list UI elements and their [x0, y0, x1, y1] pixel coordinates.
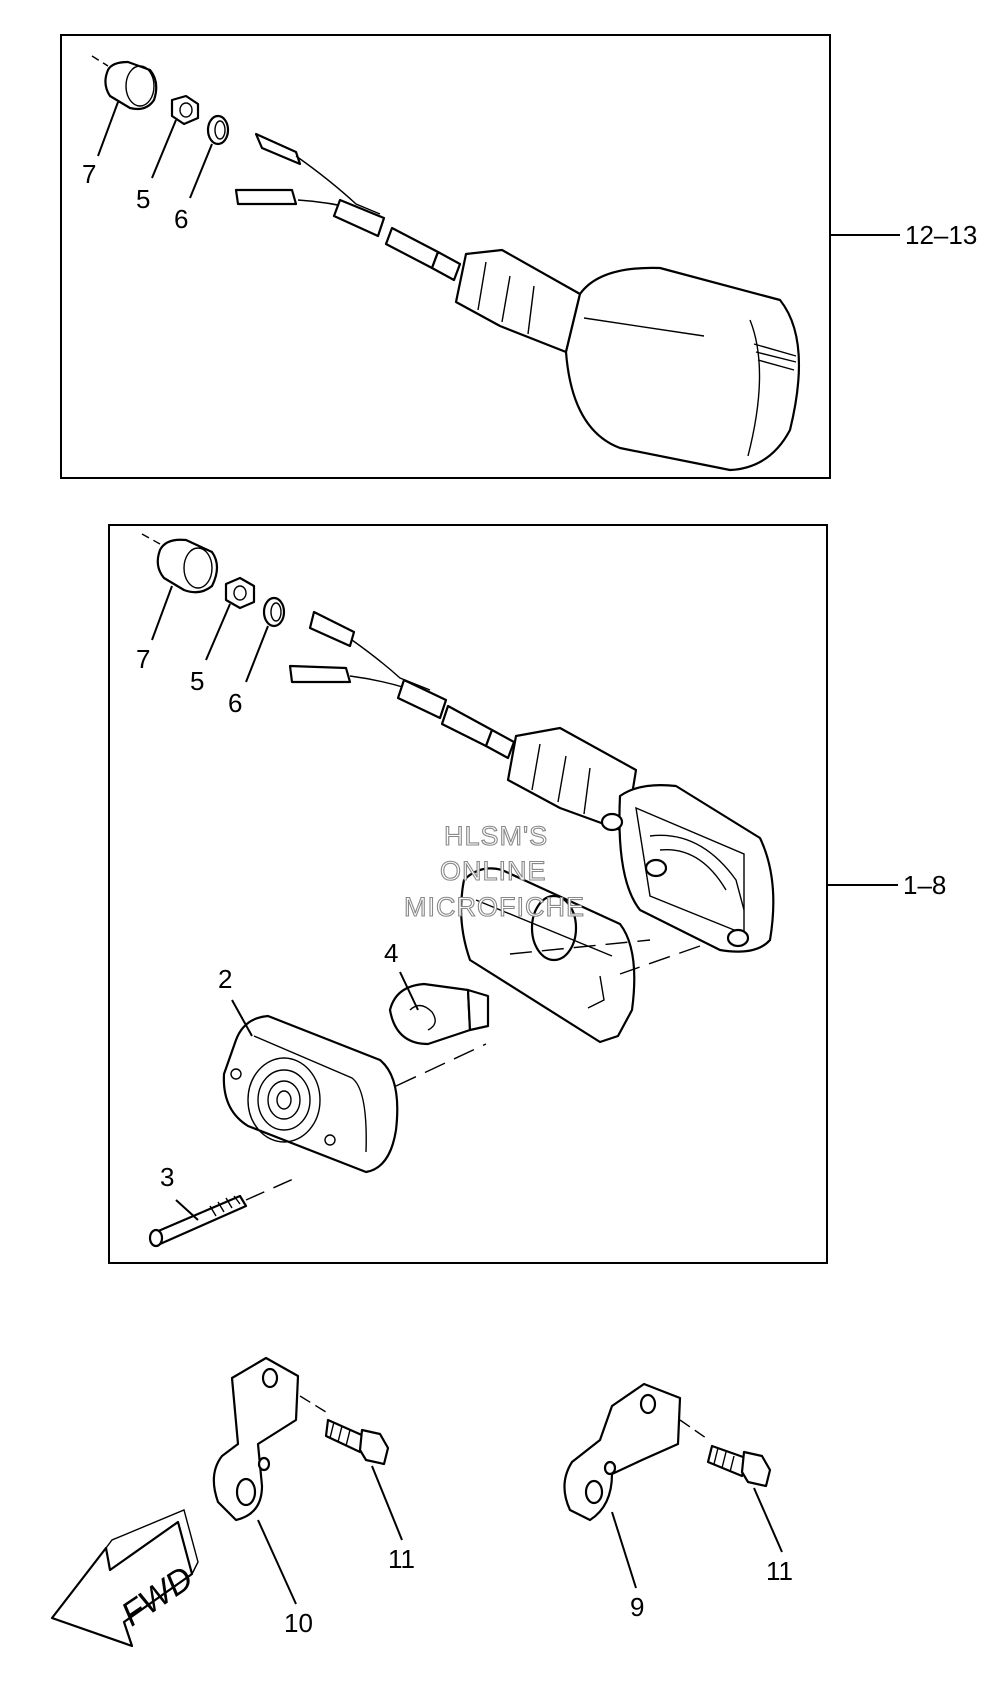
signal-stem-part [454, 248, 582, 354]
callout-top-6: 6 [174, 204, 188, 234]
bracket-left-part [212, 1356, 300, 1522]
bracket-right-part [563, 1382, 682, 1522]
callout-mid-assembly: 1–8 [903, 870, 946, 900]
cap-part [141, 533, 219, 594]
cap-part [91, 55, 158, 111]
top-assembly-frame [60, 34, 831, 479]
callout-bottom-11-left: 11 [388, 1544, 415, 1574]
watermark-line1: HLSM'S [444, 821, 548, 851]
callout-mid-4: 4 [384, 938, 398, 968]
callout-bottom-11-right: 11 [766, 1556, 793, 1586]
callout-mid-6: 6 [228, 688, 242, 718]
middle-assembly-frame [108, 524, 828, 1264]
socket-plate-part [460, 867, 636, 1044]
bolt-left-part [299, 1395, 390, 1466]
washer-part [262, 596, 286, 628]
bolt-right-part [679, 1419, 772, 1488]
screw-part [148, 1175, 301, 1248]
watermark-line3: MICROFICHE [404, 892, 585, 922]
watermark-line2: ONLINE [440, 856, 547, 886]
wiring-part [288, 610, 516, 760]
wiring-part [234, 132, 462, 282]
callout-top-7: 7 [82, 159, 96, 189]
callout-bottom-9: 9 [630, 1592, 644, 1622]
callout-mid-3: 3 [160, 1162, 174, 1192]
bulb-part [388, 939, 651, 1046]
callout-mid-2: 2 [218, 964, 232, 994]
forward-direction-arrow: FWD [50, 1509, 200, 1648]
middle-assembly-group: HLSM'S ONLINE MICROFICHE 7 5 6 1–8 2 3 4 [108, 524, 946, 1264]
lens-part [222, 945, 701, 1174]
callout-top-5: 5 [136, 184, 150, 214]
signal-base-housing-part [600, 784, 775, 953]
top-assembly-group: 7 5 6 12–13 [60, 34, 977, 479]
callout-bottom-10: 10 [284, 1608, 313, 1638]
bracket-group: 10 11 9 11 [212, 1356, 793, 1638]
signal-housing-part [564, 266, 801, 472]
watermark: HLSM'S ONLINE MICROFICHE [403, 820, 585, 922]
callout-mid-5: 5 [190, 666, 204, 696]
nut-part [170, 94, 200, 126]
washer-part [206, 114, 230, 146]
callout-mid-7: 7 [136, 644, 150, 674]
callout-top-assembly: 12–13 [905, 220, 977, 250]
nut-part [224, 576, 256, 610]
